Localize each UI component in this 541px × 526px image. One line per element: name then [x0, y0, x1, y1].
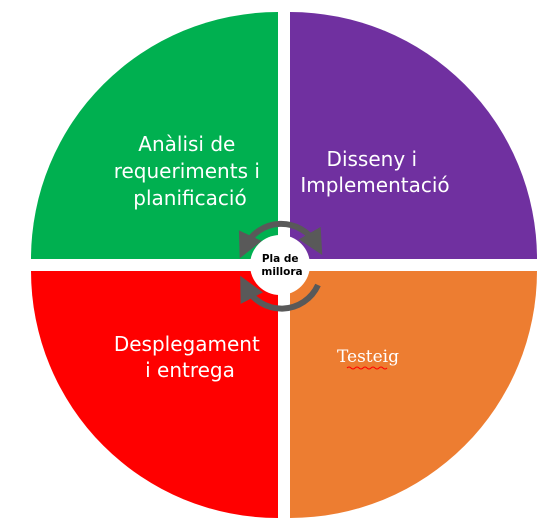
quadrant-label-line: Implementació — [300, 173, 449, 197]
cycle-arrows-icon — [238, 220, 323, 312]
cycle-arrow-top — [238, 220, 323, 259]
quadrant-analysis-planning — [31, 12, 278, 259]
quadrant-deployment-delivery — [31, 271, 278, 518]
quadrant-label-line: planificació — [133, 186, 246, 210]
quadrant-testing — [290, 271, 537, 518]
quadrant-label-line: requeriments i — [114, 159, 260, 183]
quadrant-label-testing: Testeig — [337, 347, 399, 367]
quadrant-label-deployment-delivery: Desplegament i entrega — [114, 332, 266, 382]
quadrant-design-implementation — [290, 12, 537, 259]
spellcheck-underline — [346, 366, 388, 370]
quadrant-label-line: Desplegament — [114, 332, 260, 356]
cycle-arrow-bottom — [240, 275, 321, 312]
quadrant-label-design-implementation: Disseny i Implementació — [300, 147, 449, 197]
quadrant-label-line: Anàlisi de — [138, 132, 235, 156]
quadrant-label-line: Disseny i — [327, 147, 418, 171]
center-circle — [250, 235, 310, 295]
center-label-line: millora — [261, 266, 302, 278]
center-label-line: Pla de — [262, 253, 299, 265]
quadrant-label-line: i entrega — [145, 358, 235, 382]
quadrant-label-analysis-planning: Anàlisi de requeriments i planificació — [114, 132, 267, 210]
center-label: Pla de millora — [261, 253, 302, 278]
quadrant-label-line: Testeig — [337, 347, 399, 367]
